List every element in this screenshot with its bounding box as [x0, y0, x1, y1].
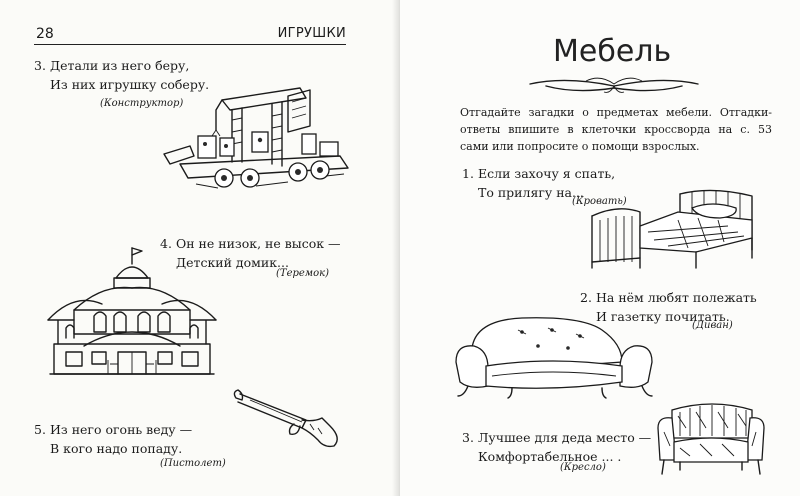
- riddle-pistol: 5. Из него огонь веду — В кого надо попад…: [34, 420, 192, 458]
- riddle-line: В кого надо попаду.: [50, 441, 183, 456]
- riddle-number: 3.: [462, 430, 474, 445]
- riddle-number: 4.: [160, 236, 172, 251]
- riddle-number: 1.: [462, 166, 474, 181]
- pistol-illustration: [233, 389, 338, 448]
- riddle-line: Если захочу я спать,: [478, 166, 616, 181]
- teremok-illustration: [47, 247, 217, 375]
- armchair-illustration: [657, 403, 765, 475]
- page-number: 28: [36, 26, 54, 42]
- bed-illustration: [591, 189, 753, 269]
- riddle-teremok: 4. Он не низок, не высок — Детский домик.…: [160, 234, 341, 272]
- riddle-line: Комфортабельное ... .: [478, 449, 622, 464]
- answer-teremok: (Теремок): [276, 268, 329, 279]
- answer-pistol: (Пистолет): [160, 458, 226, 469]
- riddle-line: Лучшее для деда место —: [478, 430, 652, 445]
- riddle-line: Детский домик...: [176, 255, 289, 270]
- riddle-line: Детали из него беру,: [50, 58, 190, 73]
- left-page: 28 ИГРУШКИ 3. Детали из него беру, Из них…: [34, 26, 349, 469]
- riddle-line: И газетку почитать.: [596, 309, 730, 324]
- running-head: ИГРУШКИ: [277, 26, 346, 41]
- riddle-bed: 1. Если захочу я спать, То прилягу на...: [462, 164, 615, 202]
- riddle-number: 2.: [580, 290, 592, 305]
- riddle-line: Он не низок, не высок —: [176, 236, 341, 251]
- riddle-sofa: 2. На нём любят полежать И газетку почита…: [580, 288, 757, 326]
- riddle-line: Из него огонь веду —: [50, 422, 193, 437]
- riddle-armchair: 3. Лучшее для деда место — Комфортабельно…: [462, 428, 651, 466]
- construction-set-illustration: [163, 87, 349, 189]
- sofa-illustration: [455, 317, 653, 399]
- title-flourish-ornament: [529, 77, 699, 93]
- riddle-number: 5.: [34, 422, 46, 437]
- section-title: Мебель: [553, 34, 672, 69]
- riddle-line: На нём любят полежать: [596, 290, 757, 305]
- intro-paragraph: Отгадайте загадки о предметах мебели. От…: [460, 106, 772, 153]
- riddle-number: 3.: [34, 58, 46, 73]
- riddle-line: Из них игрушку соберу.: [50, 77, 210, 92]
- riddle-line: То прилягу на...: [478, 185, 584, 200]
- answer-bed: (Кровать): [572, 196, 627, 207]
- answer-sofa: (Диван): [692, 320, 733, 331]
- riddle-constructor: 3. Детали из него беру, Из них игрушку со…: [34, 56, 209, 94]
- header-rule: [34, 44, 346, 45]
- answer-armchair: (Кресло): [560, 462, 606, 473]
- answer-constructor: (Конструктор): [100, 98, 184, 109]
